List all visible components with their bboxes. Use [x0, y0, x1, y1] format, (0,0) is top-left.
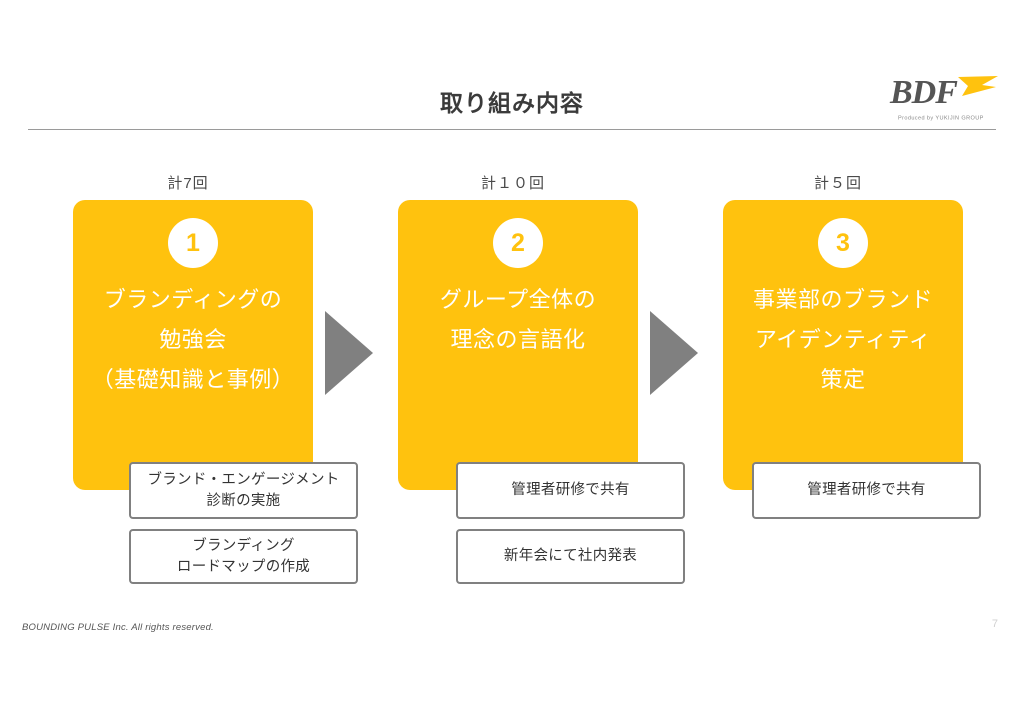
stage-title-line: グループ全体の	[439, 287, 597, 312]
logo-wordmark: BDF	[890, 74, 958, 111]
note-line: ブランディング	[192, 537, 295, 554]
note-box[interactable]: 新年会にて社内発表	[456, 529, 685, 584]
note-line: 管理者研修で共有	[807, 482, 926, 498]
note-line: ブランド・エンゲージメント	[147, 471, 340, 488]
stage-badge-2: 2	[493, 218, 543, 268]
bdf-logo: BDF Produced by YUKIJIN GROUP	[890, 74, 1002, 126]
page-title: 取り組み内容	[440, 90, 584, 116]
logo-tagline: Produced by YUKIJIN GROUP	[898, 115, 984, 122]
stage-title-2: グループ全体の 理念の言語化	[398, 280, 638, 360]
stage-title-3: 事業部のブランド アイデンティティ 策定	[723, 280, 963, 400]
stage-badge-1: 1	[168, 218, 218, 268]
note-line: 診断の実施	[206, 492, 281, 509]
stage-title-line: 策定	[820, 367, 866, 392]
page-number: 7	[991, 618, 998, 630]
column-count-1: 計7回	[167, 175, 209, 192]
logo-mark: BDF	[890, 74, 1002, 112]
stage-title-1: ブランディングの 勉強会 （基礎知識と事例）	[73, 280, 313, 400]
note-line: 管理者研修で共有	[511, 482, 630, 498]
note-box[interactable]: ブランディング ロードマップの作成	[129, 529, 358, 584]
flag-icon	[958, 76, 998, 96]
note-line: 新年会にて社内発表	[503, 548, 638, 564]
note-box[interactable]: 管理者研修で共有	[752, 462, 981, 519]
stage-title-line: 勉強会	[159, 327, 227, 352]
note-box[interactable]: ブランド・エンゲージメント 診断の実施	[129, 462, 358, 519]
arrow-right-icon	[650, 311, 698, 395]
stage-card-1[interactable]: 1 ブランディングの 勉強会 （基礎知識と事例）	[73, 200, 313, 490]
stage-card-2[interactable]: 2 グループ全体の 理念の言語化	[398, 200, 638, 490]
column-count-2: 計１０回	[480, 175, 545, 192]
stage-title-line: 理念の言語化	[450, 327, 586, 352]
note-box[interactable]: 管理者研修で共有	[456, 462, 685, 519]
column-count-3: 計５回	[813, 175, 862, 192]
arrow-right-icon	[325, 311, 373, 395]
stage-title-line: アイデンティティ	[754, 327, 932, 352]
stage-badge-3: 3	[818, 218, 868, 268]
stage-title-line: 事業部のブランド	[752, 287, 933, 312]
note-line: ロードマップの作成	[176, 558, 311, 575]
footer-copyright: BOUNDING PULSE Inc. All rights reserved.	[22, 622, 214, 633]
stage-title-line: （基礎知識と事例）	[91, 367, 295, 392]
header-divider	[28, 129, 996, 130]
stage-card-3[interactable]: 3 事業部のブランド アイデンティティ 策定	[723, 200, 963, 490]
stage-title-line: ブランディングの	[103, 287, 283, 312]
